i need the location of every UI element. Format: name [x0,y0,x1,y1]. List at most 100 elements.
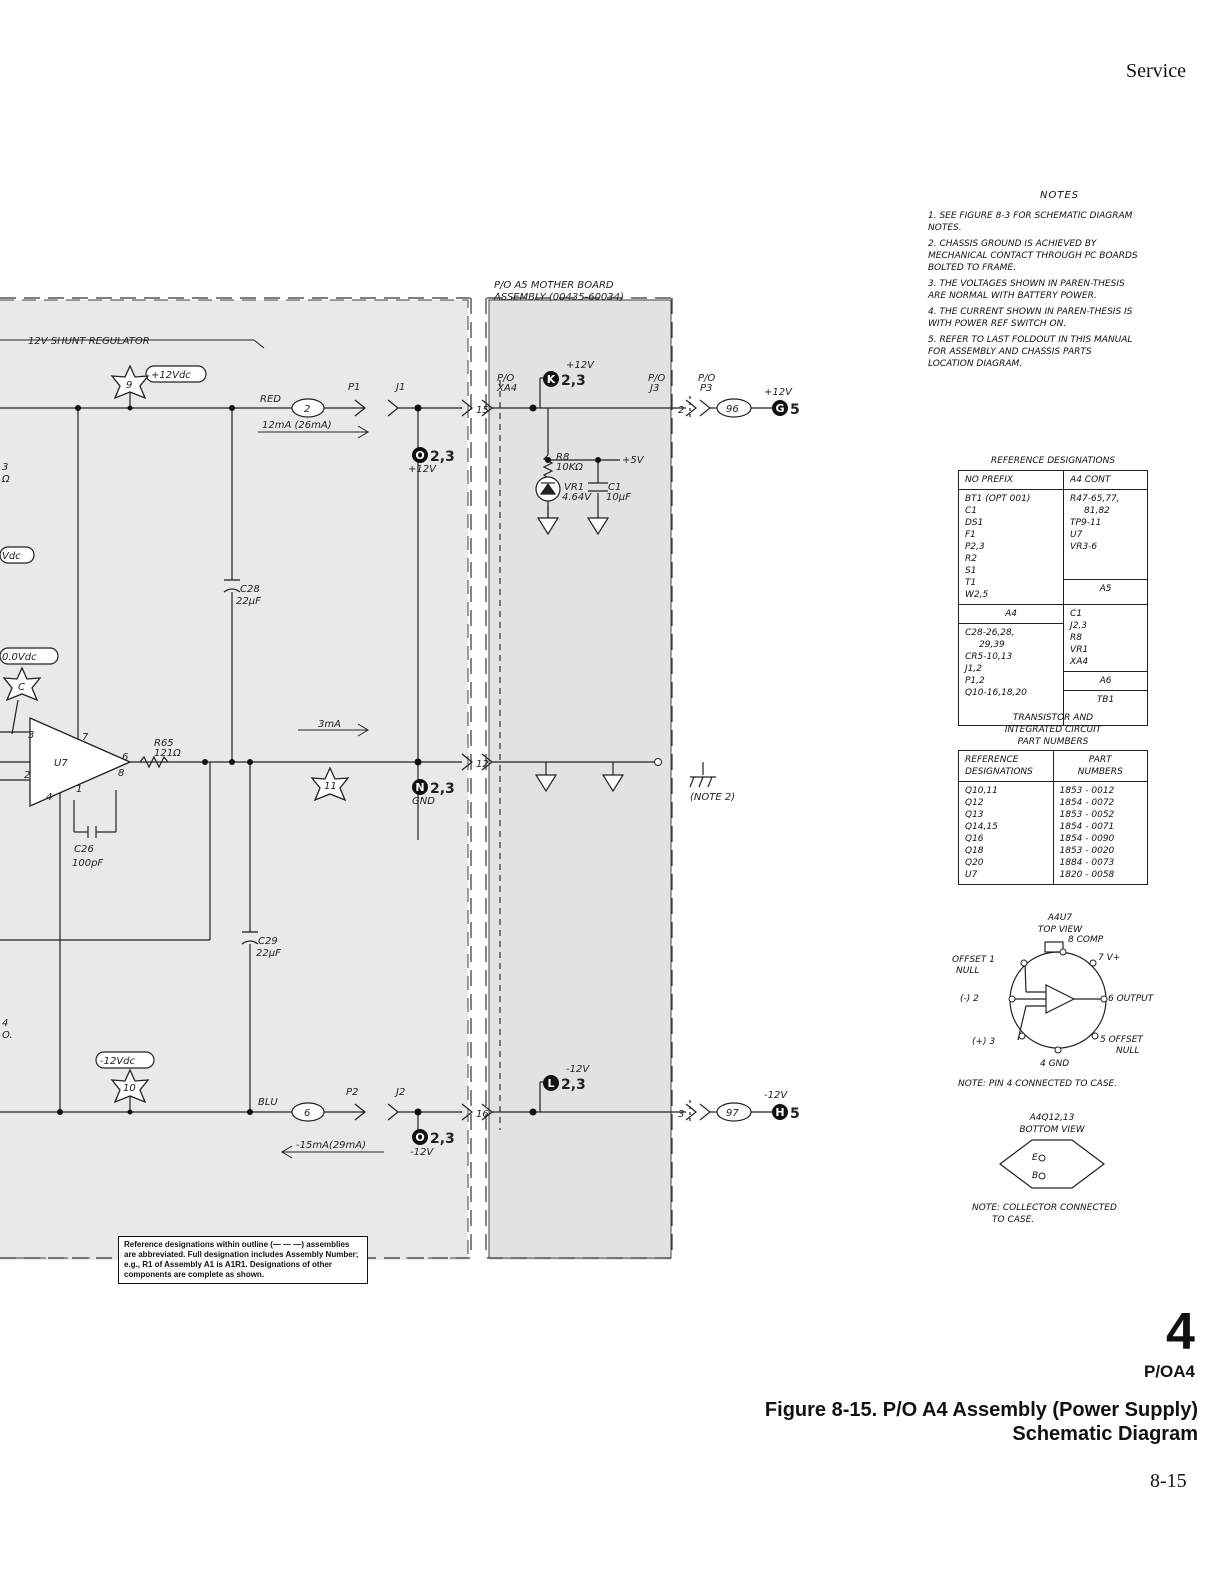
transistor-title: A4Q12,13 BOTTOM VIEW [1000,1112,1104,1136]
ref-header-a4: A4 [957,604,1065,624]
part-title-line: INTEGRATED CIRCUIT [1004,725,1102,735]
ref-item: J2,3 [1070,621,1088,631]
label-left-omega: Ω [1,474,10,485]
part-title-line: PART NUMBERS [1017,737,1089,747]
label-tp9: 9 [126,380,132,391]
ref-h5: 5 [790,1106,800,1122]
part-number: 1854 - 0072 [1059,798,1115,808]
label-j3: J3 [648,383,659,394]
note-item: 2. CHASSIS GROUND IS ACHIEVED BY MECHANI… [928,239,1138,273]
label-c26: C26 [74,844,94,855]
ic-title-line: TOP VIEW [1037,925,1083,935]
part-ref: Q10,11 [965,786,998,796]
note-item: 3. THE VOLTAGES SHOWN IN PAREN-THESIS AR… [928,279,1125,301]
ref-item: R8 [1070,633,1083,643]
transistor-title-line: A4Q12,13 [1029,1113,1075,1123]
ref-item: J1,2 [965,664,982,674]
notes-list: 1. SEE FIGURE 8-3 FOR SCHEMATIC DIAGRAM … [928,210,1138,374]
label-u7-pin7: 7 [82,732,89,743]
label-vr1v: 4.64V [562,492,592,503]
label-u7-pin4: 4 [46,792,52,803]
part-ref: Q18 [965,846,984,856]
part-number: 1854 - 0071 [1059,822,1115,832]
label-p2: P2 [346,1087,358,1098]
label-note2: (NOTE 2) [690,792,735,803]
transistor-outline [999,1139,1105,1189]
ref-item: BT1 (OPT 001) [965,494,1031,504]
ref-item: DS1 [965,518,984,528]
ref-o23-top: 2,3 [430,449,455,465]
svg-text:N: N [415,781,424,794]
label-plus12v-small: +12V [408,464,437,475]
ic-note: NOTE: PIN 4 CONNECTED TO CASE. [958,1079,1118,1089]
label-tpc: C [18,682,25,693]
label-plus12v-top: +12V [566,360,595,371]
reference-designations-table: NO PREFIX A4 CONT BT1 (OPT 001) C1 DS1 F… [957,470,1148,726]
ref-item: 29,39 [979,640,1005,650]
label-u7-pin2: 2 [24,770,30,781]
transistor-b-label: B [1032,1171,1039,1181]
label-neg12v-small: -12V [410,1147,434,1158]
ref-item: S1 [965,566,977,576]
label-left-4: 4 [2,1018,8,1029]
ic-title-line: A4U7 [1047,913,1073,923]
ref-item: VR3-6 [1070,542,1098,552]
part-number: 1853 - 0012 [1059,786,1115,796]
ref-g5: 5 [790,402,800,418]
col-header: REFERENCE [965,755,1019,765]
part-ref: Q20 [965,858,984,868]
part-ref: Q14,15 [965,822,998,832]
part-number: 1853 - 0020 [1059,846,1115,856]
notes-title: NOTES [1040,190,1080,201]
ref-item: CR5-10,13 [965,652,1013,662]
assembly-tag: P/OA4 [1144,1362,1196,1381]
label-wire96: 96 [726,404,739,415]
label-c1: C1 [608,482,621,493]
part-number: 1884 - 0073 [1059,858,1115,868]
ic-pin2-label: (-) 2 [960,994,979,1004]
note-item: 1. SEE FIGURE 8-3 FOR SCHEMATIC DIAGRAM … [928,211,1133,233]
label-wire97: 97 [726,1108,739,1119]
svg-text:O: O [415,1131,424,1144]
ref-k23: 2,3 [561,373,586,389]
ref-header-a4cont: A4 CONT [1063,470,1148,490]
label-u7-pin3: 3 [28,730,34,741]
ic-pin5-label: 5 OFFSET [1100,1035,1143,1045]
label-tp11: 11 [324,781,337,792]
label-u7: U7 [54,758,68,769]
ref-item: Q10-16,18,20 [965,688,1027,698]
label-r65: R65 [154,738,174,749]
label-vdc-left: Vdc [2,551,21,562]
ref-item: F1 [965,530,976,540]
figure-title-line: Figure 8-15. P/O A4 Assembly (Power Supp… [764,1399,1198,1421]
label-c26v: 100pF [72,858,103,869]
label-blu: BLU [258,1097,278,1108]
label-neg12vdc: -12Vdc [100,1056,136,1067]
label-0vdc: 0.0Vdc [2,652,37,663]
col-header: NUMBERS [1077,767,1123,777]
reference-legend-box: Reference designations within outline (—… [118,1236,368,1284]
label-p3: P3 [700,383,712,394]
label-cur-bot: -15mA(29mA) [296,1140,366,1151]
ref-item: C28-26,28, [965,628,1015,638]
ref-item: TP9-11 [1070,518,1102,528]
label-red: RED [260,394,281,405]
svg-text:H: H [775,1106,784,1119]
label-pio-p3: P/O [698,373,715,384]
figure-title-line: Schematic Diagram [1012,1423,1198,1445]
ref-item: P1,2 [965,676,985,686]
shunt-regulator-label: 12V SHUNT REGULATOR [28,336,150,347]
label-xa4: XA4 [496,383,517,394]
label-plus5v: +5V [622,455,645,466]
note-item: 5. REFER TO LAST FOLDOUT IN THIS MANUAL … [928,335,1133,369]
col-header: PART [1088,755,1112,765]
ref-item: C1 [1070,609,1083,619]
label-gnd: GND [412,796,435,807]
label-p1: P1 [348,382,360,393]
ref-o23-bot: 2,3 [430,1131,455,1147]
transistor-note-1: NOTE: COLLECTOR CONNECTED [972,1203,1117,1213]
label-c29v: 22µF [256,948,281,959]
ref-item: C1 [965,506,978,516]
ref-item: VR1 [1070,645,1089,655]
